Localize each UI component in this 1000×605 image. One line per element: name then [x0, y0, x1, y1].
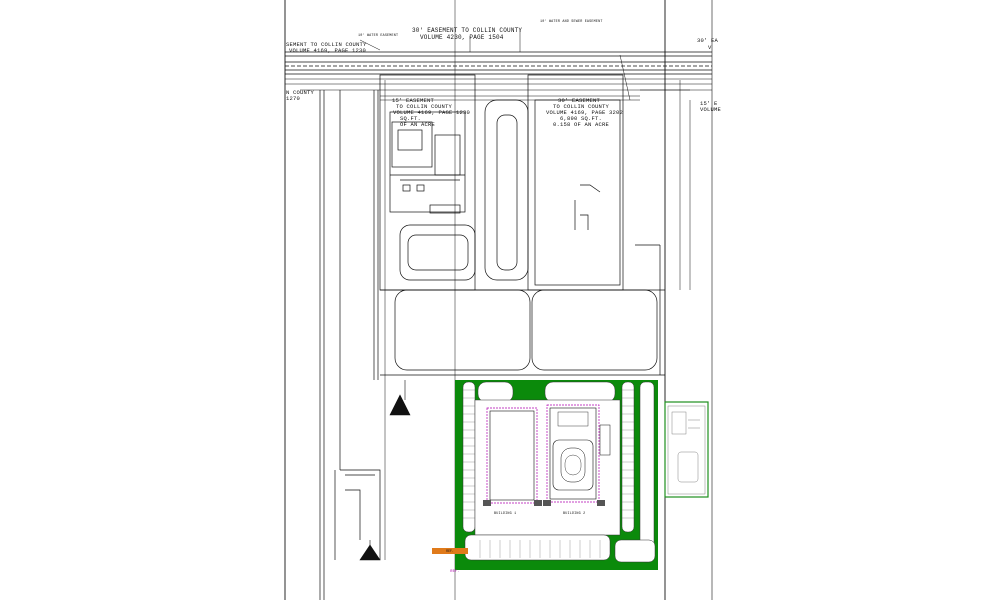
building-2-footprint [543, 404, 611, 506]
easement-label-mid-line4: 6,890 SQ.FT. [560, 115, 603, 122]
easement-label-top-center-line2: VOLUME 4230, PAGE 1504 [420, 34, 504, 41]
easement-label-right-line2: VOLUME [700, 106, 722, 113]
easement-label-mid-line5: 0.158 OF AN ACRE [553, 121, 610, 128]
easement-label-top-right-line2: V [708, 44, 712, 51]
building-1-label: BUILDING 1 [494, 512, 517, 516]
detail-inset [664, 401, 709, 498]
easement-label-left-lot-line5: OF AN ACRE [400, 121, 436, 128]
easement-label-top-center-line1: 30' EASEMENT TO COLLIN COUNTY [412, 27, 523, 34]
upper-parking-strip [484, 99, 529, 281]
building-2-label: BUILDING 2 [563, 512, 586, 516]
easement-label-right-line1: 15' E [700, 100, 718, 107]
easement-label-mid-line2: TO COLLIN COUNTY [553, 103, 610, 110]
easement-label-mid-line3: VOLUME 4169, PAGE 3202 [546, 109, 624, 116]
middle-parking-lots [380, 244, 665, 376]
lower-site-development [455, 380, 658, 570]
water-easement-label-b: 10' WATER AND SEWER EASEMENT [540, 20, 603, 24]
easement-label-top-right-line1: 30' EA [697, 37, 719, 44]
water-easement-label-a: 10' WATER EASEMENT [358, 34, 399, 38]
easement-label-left-lot-line4: SQ.FT. [400, 115, 422, 122]
building-1-footprint [483, 407, 542, 506]
easement-label-left-lot-line3: VOLUME 4169, PAGE 1230 [393, 109, 471, 116]
easement-label-left-lot-line2: TO COLLIN COUNTY [396, 103, 453, 110]
easement-label-mid-line1: 30' EASEMENT [558, 97, 601, 104]
detention-pond [359, 380, 411, 561]
roadway-lines [285, 51, 712, 101]
leader-lines [359, 30, 631, 101]
easement-label-top-left-line2: VOLUME 4169, PAGE 1230 [289, 47, 367, 54]
easement-label-left-line1: N COUNTY [286, 89, 315, 96]
easement-label-left-lot-line1: 15' EASEMENT [392, 97, 435, 104]
easement-label-left-line2: 1270 [286, 95, 301, 102]
orange-callout-tag: REF. [432, 548, 468, 554]
magenta-callout-bottom: REF. [450, 570, 460, 574]
left-property-lines [319, 90, 381, 600]
easement-label-top-left-line1: SEMENT TO COLLIN COUNTY [286, 41, 367, 48]
